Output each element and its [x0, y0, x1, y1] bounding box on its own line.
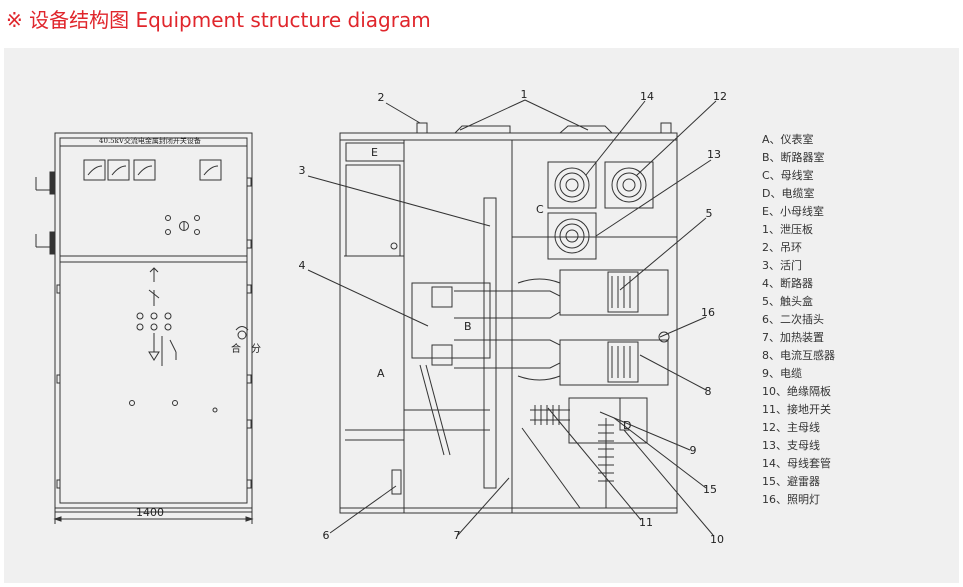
- callout-6: 6: [323, 529, 330, 542]
- callout-11: 11: [639, 516, 653, 529]
- diagram-title: ※ 设备结构图 Equipment structure diagram: [6, 8, 431, 32]
- width-dimension: 1400: [136, 506, 164, 519]
- legend-item: 12、主母线: [762, 421, 820, 434]
- callout-9: 9: [690, 444, 697, 457]
- legend-item: 13、支母线: [762, 439, 820, 452]
- legend-item: 11、接地开关: [762, 403, 831, 416]
- compartment-B: [411, 282, 491, 359]
- callout-5: 5: [706, 207, 713, 220]
- legend-item: D、电缆室: [762, 187, 815, 200]
- legend-item: B、断路器室: [762, 151, 825, 164]
- callout-15: 15: [703, 483, 717, 496]
- legend-item: 5、触头盒: [762, 295, 813, 308]
- front-view: [35, 132, 254, 524]
- callout-10: 10: [710, 533, 724, 546]
- callout-3: 3: [299, 164, 306, 177]
- meter-4: [199, 159, 222, 181]
- bushing-2: [604, 161, 654, 209]
- legend-item: 10、绝缘隔板: [762, 385, 831, 398]
- legend-item: 3、活门: [762, 259, 802, 272]
- leader-lines: [307, 99, 717, 536]
- meter-2: [107, 159, 130, 181]
- callout-16: 16: [701, 306, 715, 319]
- callout-14: 14: [640, 90, 654, 103]
- switch-close-label: 合: [231, 342, 241, 355]
- meter-3: [133, 159, 156, 181]
- legend-item: E、小母线室: [762, 205, 824, 218]
- letter-C: C: [536, 203, 544, 216]
- callout-2: 2: [378, 91, 385, 104]
- letter-A: A: [377, 367, 385, 380]
- legend-item: 7、加热装置: [762, 331, 824, 344]
- legend-item: 15、避雷器: [762, 475, 820, 488]
- legend-item: 14、母线套管: [762, 457, 831, 470]
- letter-E: E: [371, 146, 378, 159]
- front-nameplate: 40.5kV交流电金属封闭开关设备: [99, 136, 201, 145]
- switch-open-label: 分: [251, 343, 261, 355]
- letter-D: D: [623, 419, 631, 432]
- compartment-E: [345, 142, 405, 162]
- legend-item: 1、泄压板: [762, 223, 813, 236]
- legend-item: A、仪表室: [762, 133, 814, 146]
- legend-item: 6、二次插头: [762, 313, 824, 326]
- callout-7: 7: [454, 529, 461, 542]
- callout-1: 1: [521, 88, 528, 101]
- callout-8: 8: [705, 385, 712, 398]
- legend-item: 16、照明灯: [762, 493, 820, 506]
- diagram-panel: [4, 48, 959, 583]
- side-view: [339, 122, 678, 514]
- legend-item: 2、吊环: [762, 241, 802, 254]
- compartment-D: [568, 397, 648, 444]
- callout-4: 4: [299, 259, 306, 272]
- meter-1: [83, 159, 106, 181]
- callout-12: 12: [713, 90, 727, 103]
- legend-list: A、仪表室 B、断路器室 C、母线室 D、电缆室 E、小母线室 1、泄压板 2、…: [762, 131, 835, 509]
- legend-item: 4、断路器: [762, 277, 813, 290]
- legend-item: 9、电缆: [762, 367, 802, 380]
- legend-item: C、母线室: [762, 169, 814, 182]
- bushing-1: [547, 161, 597, 209]
- letter-B: B: [464, 320, 472, 333]
- legend-item: 8、电流互感器: [762, 349, 835, 362]
- callout-13: 13: [707, 148, 721, 161]
- compartment-A: [345, 164, 401, 257]
